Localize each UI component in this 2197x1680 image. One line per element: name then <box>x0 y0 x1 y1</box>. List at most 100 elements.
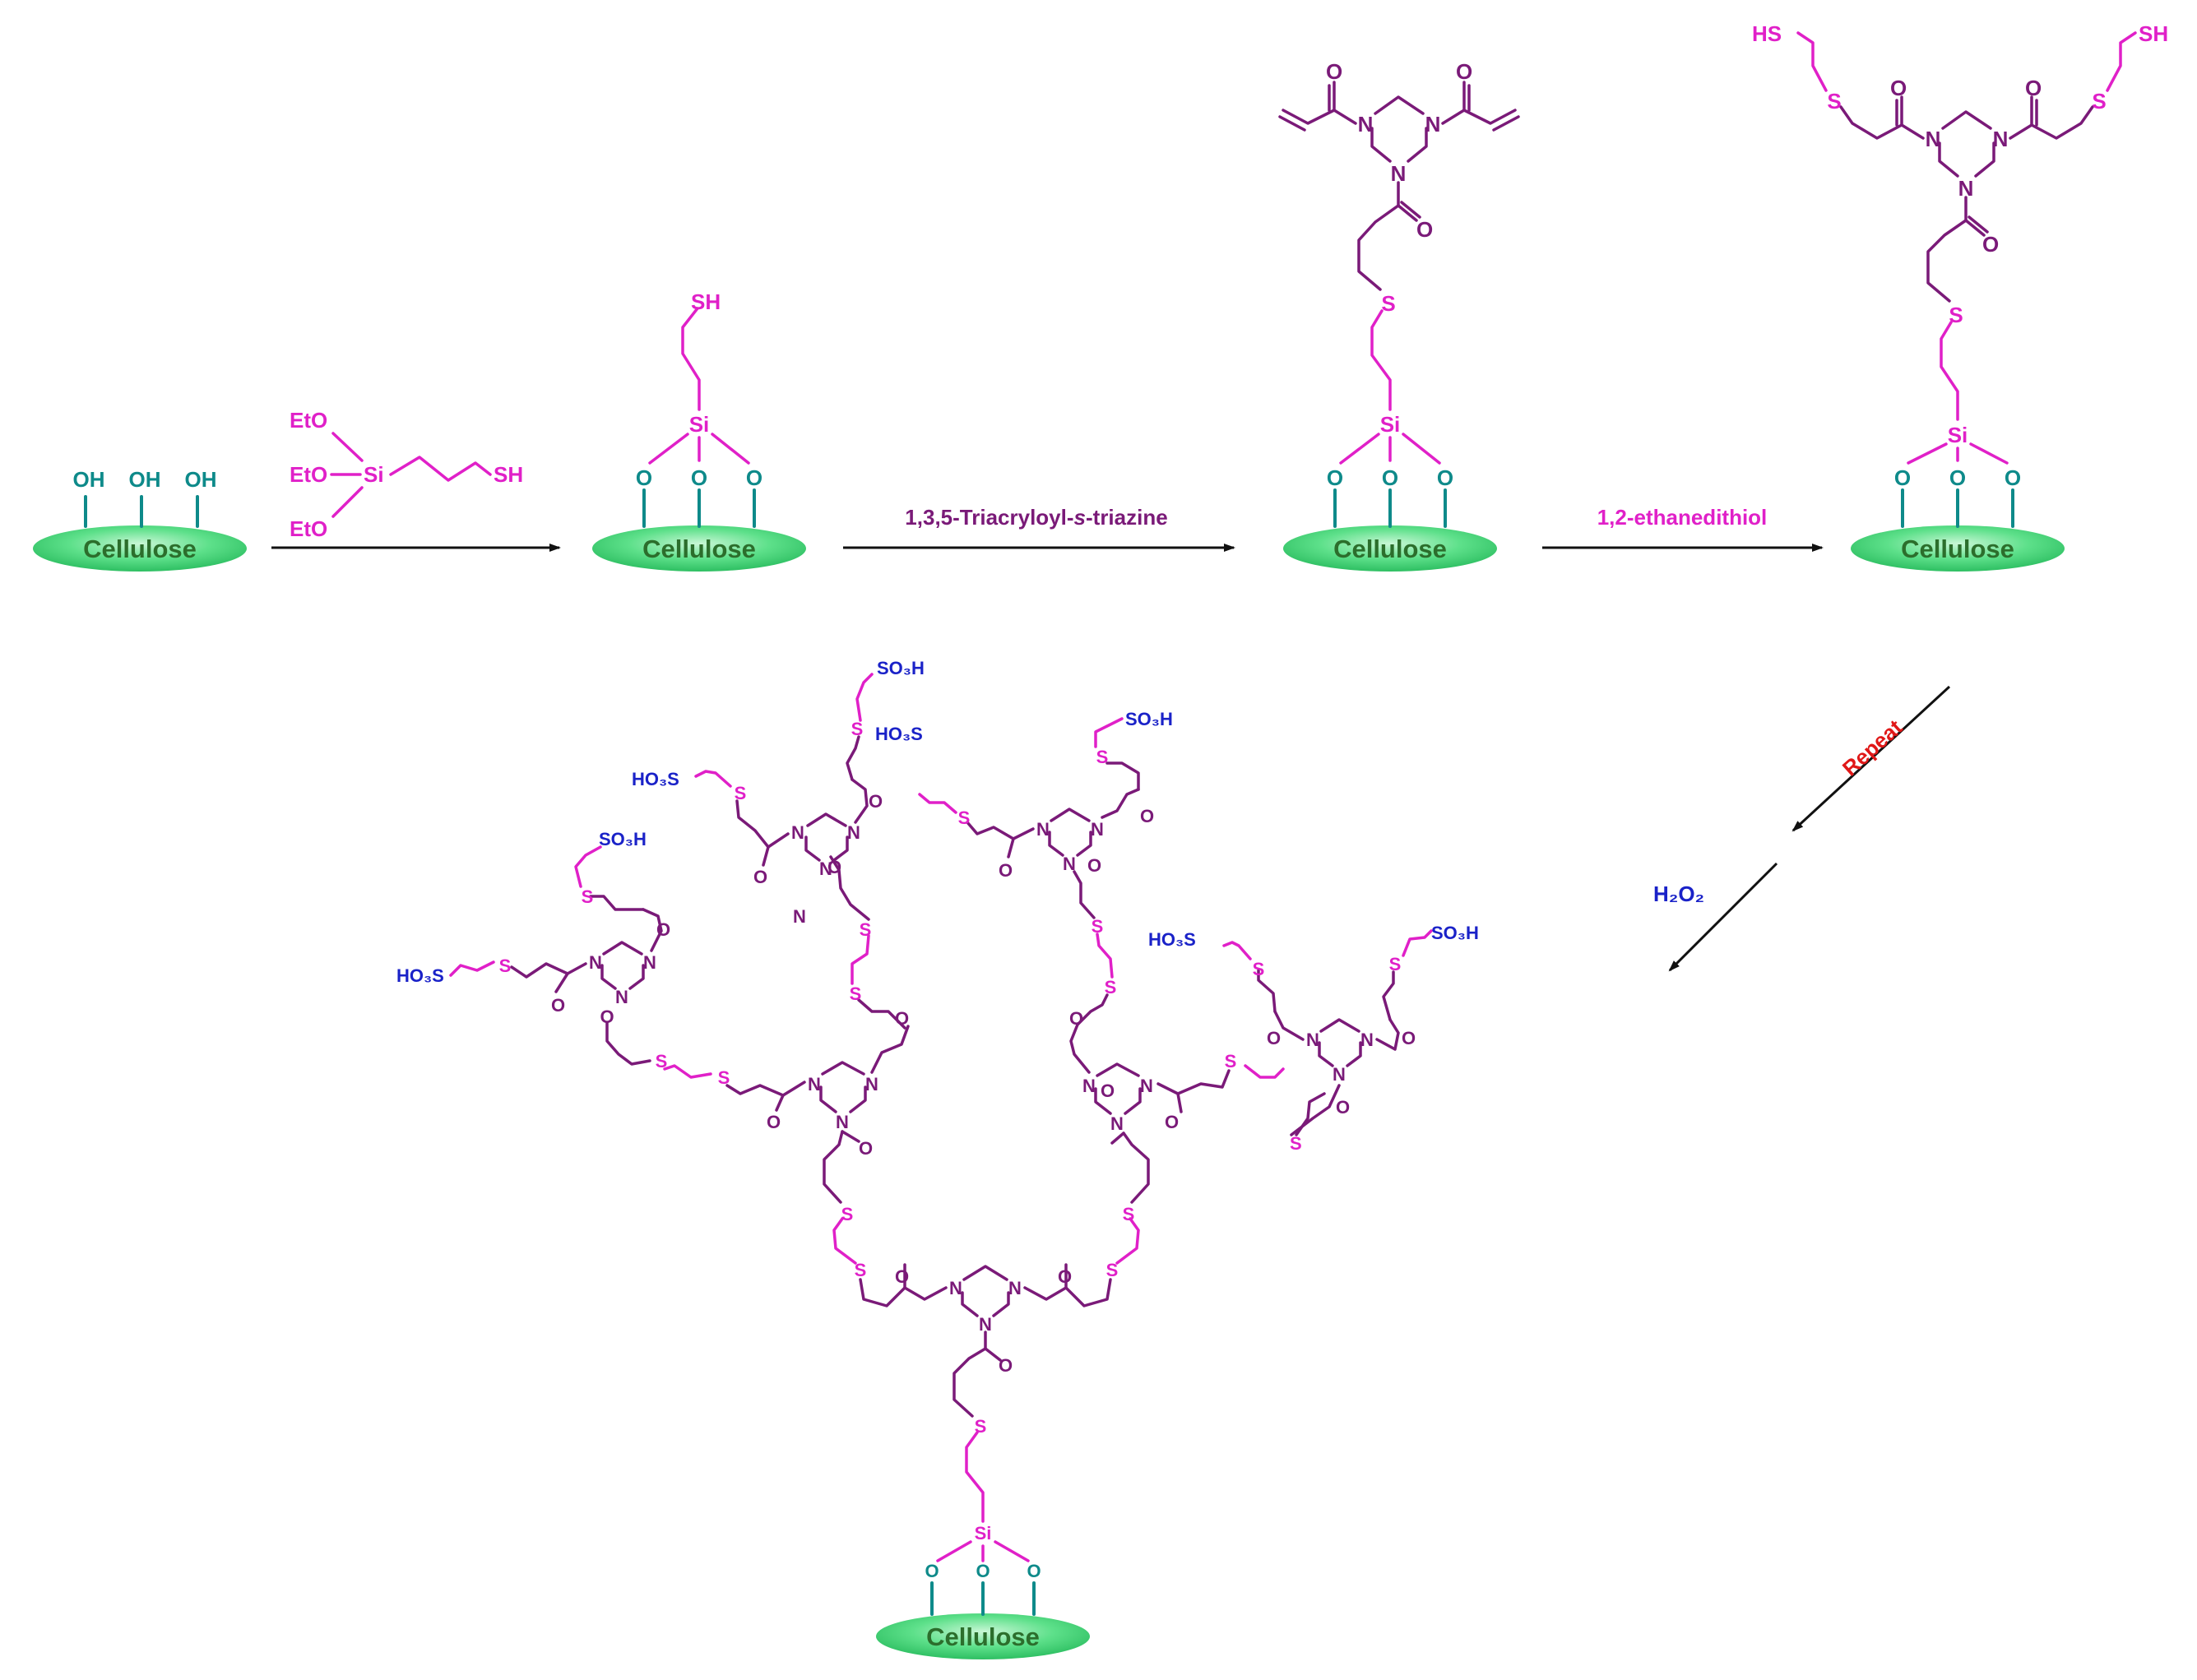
reagent-ethanedithiol: 1,2-ethanedithiol <box>1597 505 1768 530</box>
svg-text:N: N <box>1008 1278 1022 1298</box>
svg-text:S: S <box>851 719 864 739</box>
svg-text:SO₃H: SO₃H <box>1125 709 1173 729</box>
svg-text:S: S <box>1225 1051 1237 1071</box>
svg-text:O: O <box>1949 465 1966 490</box>
arrow-oxidation <box>1668 862 1778 972</box>
svg-text:N: N <box>1333 1064 1346 1085</box>
cellulose-thiol-structure: Cellulose O O O Si SH <box>592 289 806 572</box>
svg-text:S: S <box>855 1260 867 1280</box>
sulfonated-dendrimer-cellulose: Cellulose O O O Si S O N N N O S S O S S <box>396 658 1479 1659</box>
cellulose-triazine-dithiol: Cellulose O O O Si S O N N N O S HS O S <box>1752 21 2168 572</box>
cellulose-support <box>1283 525 1497 572</box>
svg-text:HO₃S: HO₃S <box>632 769 679 789</box>
svg-text:S: S <box>499 956 512 976</box>
svg-text:O: O <box>1069 1008 1083 1029</box>
svg-text:S: S <box>1253 959 1265 979</box>
cellulose-triazine-acrylate: Cellulose O O O Si S O N N N O O <box>1278 59 1520 572</box>
svg-text:S: S <box>1096 747 1109 767</box>
svg-text:O: O <box>999 860 1013 881</box>
cellulose-support <box>33 525 247 572</box>
oh-label: OH <box>129 467 161 492</box>
svg-text:O: O <box>551 995 565 1016</box>
arrow-repeat <box>1791 685 1951 832</box>
svg-text:O: O <box>1456 59 1472 84</box>
svg-text:N: N <box>1391 161 1407 186</box>
cellulose-support <box>592 525 806 572</box>
svg-text:O: O <box>1267 1028 1281 1048</box>
svg-text:O: O <box>859 1138 873 1159</box>
svg-text:N: N <box>819 859 832 879</box>
svg-text:N: N <box>979 1314 992 1335</box>
svg-text:S: S <box>1092 916 1104 937</box>
svg-text:HO₃S: HO₃S <box>396 965 444 986</box>
svg-text:O: O <box>1890 76 1907 100</box>
svg-text:SO₃H: SO₃H <box>877 658 925 678</box>
svg-text:O: O <box>1894 465 1911 490</box>
cellulose-support <box>1851 525 2065 572</box>
svg-text:N: N <box>1425 112 1441 137</box>
svg-text:N: N <box>1958 176 1974 201</box>
svg-text:O: O <box>1140 806 1154 826</box>
svg-text:N: N <box>1082 1076 1096 1096</box>
svg-text:S: S <box>1381 291 1395 316</box>
svg-text:S: S <box>958 808 971 828</box>
svg-text:Si: Si <box>364 462 384 487</box>
svg-text:S: S <box>718 1067 730 1088</box>
reagent-triacryloyl-triazine: 1,3,5-Triacryloyl-s-triazine <box>905 505 1167 530</box>
svg-text:O: O <box>976 1561 990 1581</box>
svg-text:S: S <box>735 783 747 803</box>
svg-text:S: S <box>1949 303 1963 327</box>
svg-text:SH: SH <box>691 289 721 314</box>
svg-text:S: S <box>841 1204 854 1224</box>
svg-text:O: O <box>1402 1028 1416 1048</box>
svg-text:SH: SH <box>494 462 523 487</box>
cellulose-label: Cellulose <box>1333 535 1447 563</box>
svg-text:N: N <box>1306 1030 1319 1050</box>
svg-text:Si: Si <box>1380 412 1401 437</box>
cellulose-label: Cellulose <box>642 535 756 563</box>
svg-text:S: S <box>1106 1260 1119 1280</box>
svg-text:EtO: EtO <box>290 516 327 541</box>
svg-text:O: O <box>1416 217 1433 242</box>
svg-text:O: O <box>1058 1266 1072 1287</box>
svg-text:N: N <box>1036 819 1050 840</box>
svg-text:SO₃H: SO₃H <box>599 829 647 849</box>
cellulose-label: Cellulose <box>926 1622 1040 1651</box>
svg-text:N: N <box>1063 854 1076 874</box>
svg-text:O: O <box>1437 465 1453 490</box>
label-repeat: Repeat <box>1838 715 1907 781</box>
svg-text:O: O <box>600 1007 614 1027</box>
svg-text:O: O <box>1327 465 1343 490</box>
svg-text:O: O <box>2025 76 2042 100</box>
svg-text:EtO: EtO <box>290 462 327 487</box>
svg-text:O: O <box>1382 465 1398 490</box>
svg-text:O: O <box>767 1112 781 1132</box>
label-oxidant: H₂O₂ <box>1653 882 1704 906</box>
svg-text:S: S <box>2092 89 2106 113</box>
svg-text:N: N <box>615 987 628 1007</box>
svg-text:S: S <box>1827 89 1841 113</box>
svg-text:O: O <box>753 867 767 887</box>
svg-text:N: N <box>949 1278 962 1298</box>
svg-text:N: N <box>847 822 860 843</box>
svg-text:N: N <box>1358 112 1374 137</box>
svg-text:SH: SH <box>2139 21 2168 46</box>
svg-text:N: N <box>1993 127 2009 151</box>
mercaptopropyl-triethoxysilane: EtO EtO EtO Si SH <box>290 408 523 541</box>
svg-text:Si: Si <box>975 1523 992 1543</box>
svg-text:S: S <box>860 919 872 940</box>
svg-text:O: O <box>746 465 762 490</box>
svg-text:N: N <box>1140 1076 1153 1096</box>
svg-text:N: N <box>836 1112 849 1132</box>
oh-label: OH <box>73 467 105 492</box>
svg-text:N: N <box>643 952 656 973</box>
svg-text:O: O <box>1165 1112 1179 1132</box>
svg-text:O: O <box>999 1355 1013 1376</box>
svg-text:O: O <box>1087 855 1101 876</box>
cellulose-oh-structure: Cellulose OH OH OH <box>33 467 247 572</box>
svg-text:O: O <box>925 1561 939 1581</box>
svg-text:N: N <box>793 906 806 927</box>
svg-text:O: O <box>827 857 841 877</box>
svg-text:N: N <box>865 1074 878 1095</box>
